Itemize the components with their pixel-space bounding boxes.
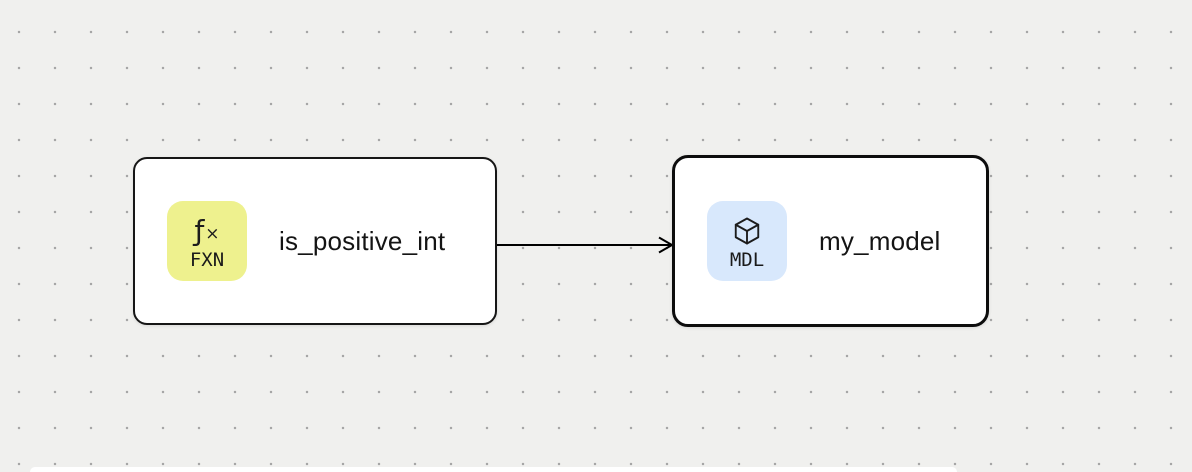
edge-arrow	[497, 236, 675, 254]
fx-glyph-x: ×	[205, 223, 220, 244]
bottom-panel-edge	[30, 467, 957, 472]
function-type-badge: ƒ × FXN	[167, 201, 247, 281]
fx-glyph-f: ƒ	[194, 214, 205, 248]
node-my-model[interactable]: MDL my_model	[672, 155, 989, 327]
node-label: my_model	[819, 225, 941, 256]
cube-icon	[732, 214, 762, 248]
badge-type-label: MDL	[729, 249, 765, 272]
node-is-positive-int[interactable]: ƒ × FXN is_positive_int	[133, 157, 497, 325]
model-type-badge: MDL	[707, 201, 787, 281]
node-label: is_positive_int	[279, 225, 446, 256]
function-fx-icon: ƒ ×	[194, 214, 219, 248]
badge-type-label: FXN	[189, 249, 225, 272]
